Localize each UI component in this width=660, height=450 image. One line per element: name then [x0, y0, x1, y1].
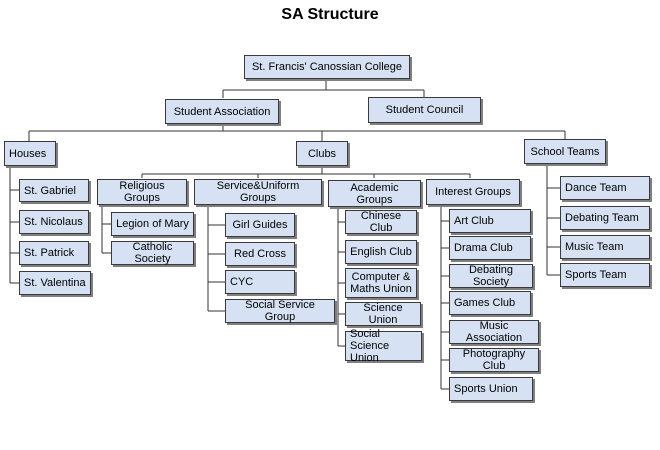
node-catholic-society: Catholic Society — [111, 241, 194, 265]
node-clubs: Clubs — [296, 141, 348, 166]
node-science-union: Science Union — [345, 302, 421, 326]
node-social-science-union: Social Science Union — [345, 328, 422, 364]
node-school-teams: School Teams — [524, 139, 606, 164]
node-red-cross: Red Cross — [225, 242, 295, 266]
node-religious-groups: Religious Groups — [97, 179, 187, 205]
node-music-team: Music Team — [560, 235, 650, 259]
node-games-club: Games Club — [449, 291, 531, 315]
node-st-gabriel: St. Gabriel — [19, 179, 89, 202]
page-title: SA Structure — [281, 6, 379, 23]
node-computer-maths-union: Computer & Maths Union — [345, 268, 417, 298]
node-drama-club: Drama Club — [449, 236, 531, 260]
node-legion-of-mary: Legion of Mary — [111, 212, 194, 236]
node-st-patrick: St. Patrick — [19, 241, 89, 265]
node-student-association: Student Association — [165, 99, 279, 124]
node-photography-club: Photography Club — [449, 348, 539, 372]
node-st-valentina: St. Valentina — [19, 271, 91, 295]
node-student-council: Student Council — [368, 97, 481, 123]
node-sports-union: Sports Union — [449, 377, 533, 401]
node-houses: Houses — [4, 141, 56, 166]
node-dance-team: Dance Team — [560, 176, 650, 200]
node-cyc: CYC — [225, 270, 295, 294]
node-music-association: Music Association — [449, 320, 539, 344]
node-english-club: English Club — [345, 240, 417, 264]
node-chinese-club: Chinese Club — [345, 210, 417, 234]
node-sports-team: Sports Team — [560, 263, 650, 287]
node-st-nicolaus: St. Nicolaus — [19, 210, 89, 234]
node-debating-team: Debating Team — [560, 206, 650, 230]
node-art-club: Art Club — [449, 209, 531, 233]
node-service-uniform-groups: Service&Uniform Groups — [194, 179, 322, 205]
node-debating-society: Debating Society — [449, 264, 533, 288]
node-social-service-group: Social Service Group — [225, 299, 335, 323]
node-interest-groups: Interest Groups — [426, 179, 520, 205]
node-girl-guides: Girl Guides — [225, 213, 295, 237]
node-academic-groups: Academic Groups — [328, 180, 421, 207]
node-root: St. Francis' Canossian College — [244, 55, 410, 79]
